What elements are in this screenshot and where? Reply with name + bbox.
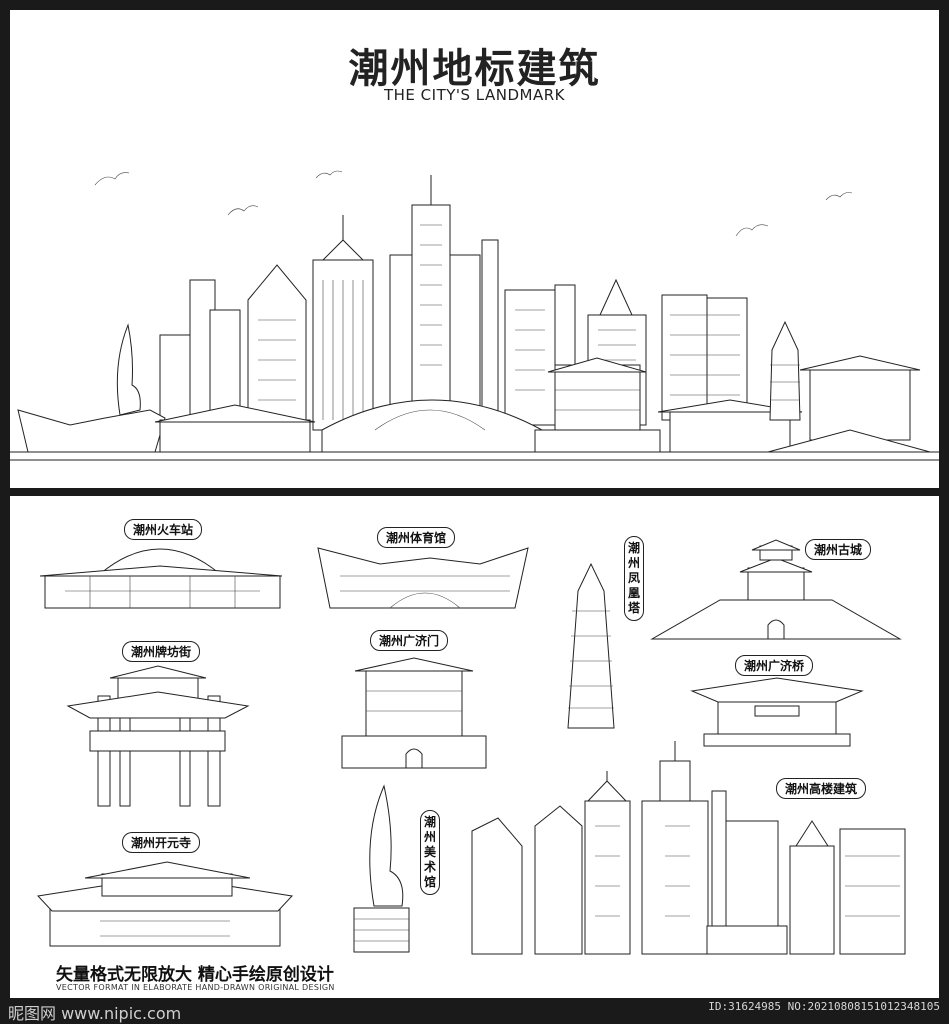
skyline-illustration — [10, 170, 939, 461]
watermark-id: ID:31624985 NO:20210808151012348105 — [708, 1000, 940, 1013]
ancient-city-drawing — [650, 539, 902, 640]
kaiyuan-temple-drawing — [36, 861, 294, 947]
archway-drawing — [66, 665, 250, 807]
art-museum-drawing — [353, 784, 410, 953]
guangji-bridge-drawing — [690, 677, 864, 747]
skyline-panel: 潮州地标建筑 THE CITY'S LANDMARK — [10, 10, 939, 488]
label-guangji-bridge: 潮州广济桥 — [735, 655, 814, 676]
label-high-rise: 潮州高楼建筑 — [776, 778, 867, 799]
page-title: 潮州地标建筑 — [348, 46, 601, 92]
label-phoenix-pagoda: 潮州凤凰塔 — [624, 536, 644, 621]
stadium-drawing — [317, 547, 529, 609]
high-rise-drawing — [471, 741, 906, 955]
label-archway-street: 潮州牌坊街 — [122, 641, 201, 662]
label-railway-station: 潮州火车站 — [124, 519, 203, 540]
railway-station-drawing — [39, 548, 283, 609]
label-stadium: 潮州体育馆 — [377, 527, 456, 548]
skyline-front — [17, 320, 931, 453]
skyline-towers — [159, 175, 748, 431]
landmark-illustrations — [36, 539, 906, 955]
label-art-museum: 潮州美术馆 — [420, 810, 440, 895]
page-subtitle: THE CITY'S LANDMARK — [383, 86, 566, 104]
watermark-site: 昵图网 www.nipic.com — [8, 1004, 182, 1023]
label-ancient-city: 潮州古城 — [805, 539, 872, 560]
landmark-catalog-panel: 潮州火车站 潮州体育馆 潮州凤凰塔 潮州古城 潮州牌坊街 潮州广济门 潮州广济桥… — [10, 496, 939, 998]
phoenix-pagoda-drawing — [567, 562, 615, 729]
label-kaiyuan-temple: 潮州开元寺 — [122, 832, 201, 853]
birds — [94, 170, 853, 237]
slogan: 矢量格式无限放大 精心手绘原创设计 — [56, 965, 334, 985]
slogan-english: VECTOR FORMAT IN ELABORATE HAND-DRAWN OR… — [56, 983, 335, 992]
guangji-gate-drawing — [341, 657, 487, 769]
label-guangji-gate: 潮州广济门 — [370, 630, 449, 651]
